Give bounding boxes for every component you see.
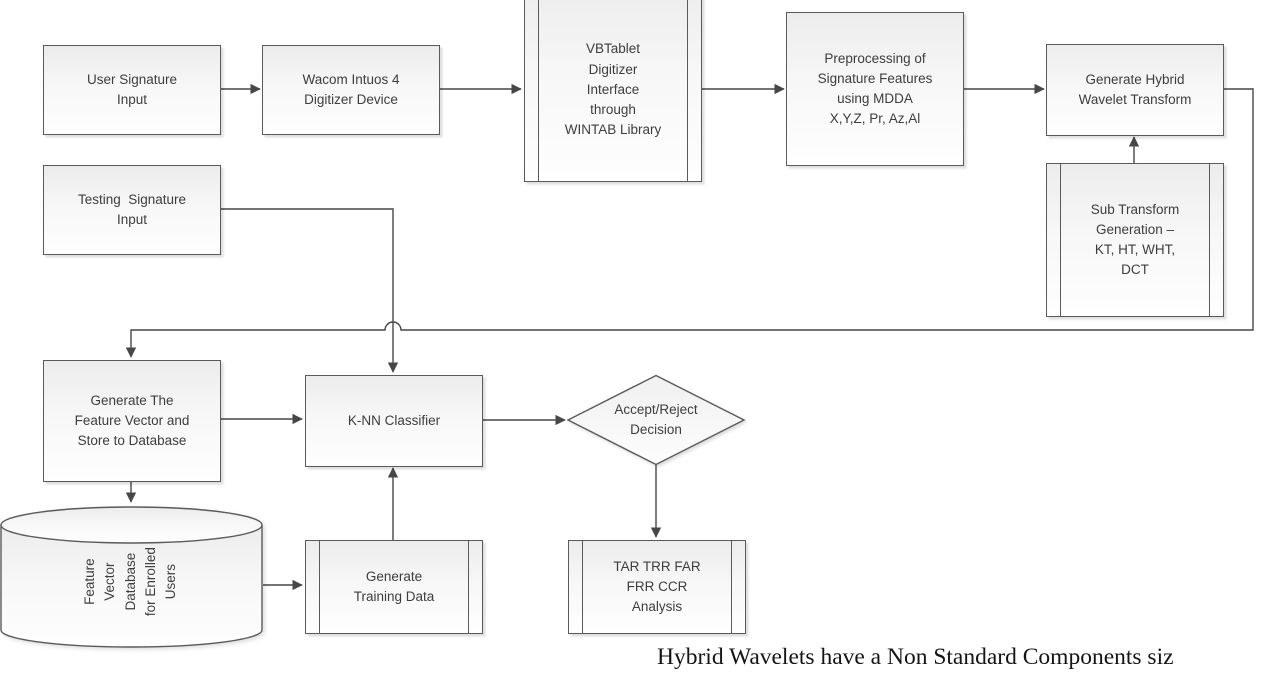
decision-diamond-shape xyxy=(566,374,746,466)
node-sub-transform-generation: Sub Transform Generation – KT, HT, WHT, … xyxy=(1046,163,1224,317)
node-generate-training-data: Generate Training Data xyxy=(305,540,483,634)
node-knn-classifier: K-NN Classifier xyxy=(305,375,483,467)
node-label: TAR TRR FAR FRR CCR Analysis xyxy=(613,558,701,615)
node-label: Generate Hybrid Wavelet Transform xyxy=(1078,71,1192,107)
node-label: Generate The Feature Vector and Store to… xyxy=(74,392,190,449)
node-user-signature-input: User Signature Input xyxy=(43,45,221,135)
node-wacom-digitizer-device: Wacom Intuos 4 Digitizer Device xyxy=(262,45,440,135)
node-label: User Signature Input xyxy=(86,71,178,107)
node-generate-feature-vector: Generate The Feature Vector and Store to… xyxy=(43,360,221,482)
node-label: Feature Vector Database for Enrolled Use… xyxy=(82,547,179,617)
node-label: Sub Transform Generation – KT, HT, WHT, … xyxy=(1090,201,1180,278)
figure-caption: Hybrid Wavelets have a Non Standard Comp… xyxy=(657,644,1174,670)
node-preprocessing-mdda: Preprocessing of Signature Features usin… xyxy=(786,12,964,166)
node-label: K-NN Classifier xyxy=(347,412,441,428)
node-label: VBTablet Digitizer Interface through WIN… xyxy=(564,41,662,138)
node-generate-hybrid-wavelet: Generate Hybrid Wavelet Transform xyxy=(1046,44,1224,136)
node-label: Testing Signature Input xyxy=(77,191,187,227)
node-tar-trr-far-analysis: TAR TRR FAR FRR CCR Analysis xyxy=(568,540,746,634)
node-label: Preprocessing of Signature Features usin… xyxy=(817,50,933,127)
node-feature-vector-database: Feature Vector Database for Enrolled Use… xyxy=(21,527,241,637)
edge-testing-to-knn xyxy=(219,208,399,373)
node-testing-signature-input: Testing Signature Input xyxy=(43,165,221,255)
node-vbtablet-interface: VBTablet Digitizer Interface through WIN… xyxy=(524,0,702,182)
node-accept-reject-decision: Accept/Reject Decision xyxy=(568,375,744,465)
node-label: Accept/Reject Decision xyxy=(614,401,698,437)
node-label: Wacom Intuos 4 Digitizer Device xyxy=(302,71,400,107)
database-cylinder-shape xyxy=(0,506,263,648)
edge-hybrid-to-featurevector xyxy=(125,88,1254,358)
connector-lines xyxy=(125,83,1254,591)
node-label: Generate Training Data xyxy=(353,568,435,604)
